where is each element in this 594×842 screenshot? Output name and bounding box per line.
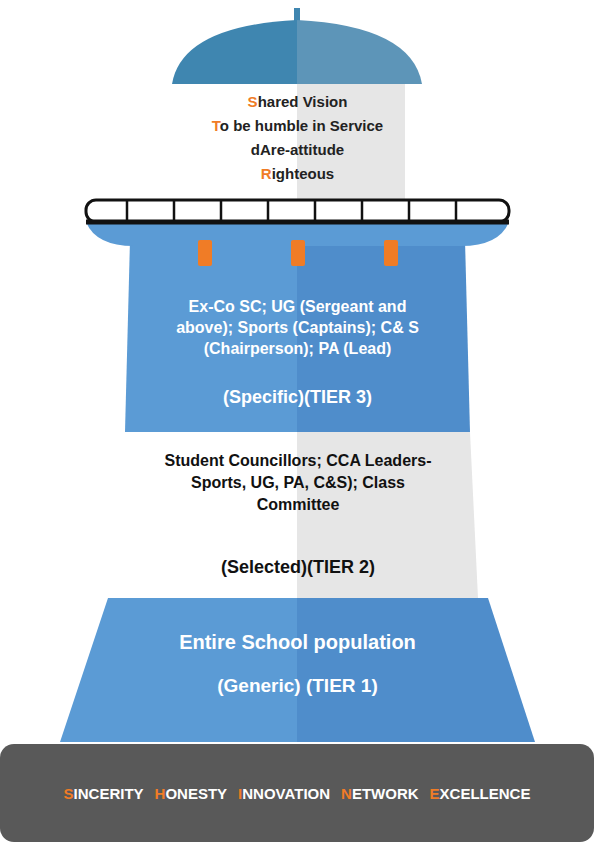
value-word: HONESTY — [155, 785, 228, 802]
band-right-fill — [297, 598, 535, 742]
rail-posts — [127, 201, 456, 221]
value-row: SINCERITY HONESTY INNOVATION NETWORK EXCELLE… — [0, 744, 594, 842]
rail-post — [408, 201, 411, 221]
tier-band: Entire School population (Generic) (TIER … — [60, 598, 535, 742]
base-fill — [0, 744, 594, 842]
orange-peg — [384, 240, 398, 266]
dome-right — [297, 20, 422, 84]
value-word: EXCELLENCE — [430, 785, 531, 802]
rail-post — [455, 201, 458, 221]
rail-post — [314, 201, 317, 221]
value-word: SINCERITY — [64, 785, 144, 802]
node-text: Righteous — [190, 164, 405, 183]
rail-post — [173, 201, 176, 221]
tier-band-shape — [60, 598, 535, 742]
rail-post — [361, 201, 364, 221]
node-text: (Generic) (TIER 1) — [98, 674, 498, 698]
value-word: NETWORK — [341, 785, 419, 802]
node-text: Student Councillors; CCA Leaders- Sports… — [148, 450, 448, 516]
gallery-underside — [86, 222, 509, 246]
node-text: (Selected)(TIER 2) — [148, 556, 448, 578]
node-text: dAre-attitude — [190, 140, 405, 159]
tier-band: Student Councillors; CCA Leaders- Sports… — [118, 432, 478, 598]
node-text: Ex-Co SC; UG (Sergeant and above); Sport… — [163, 296, 433, 359]
rail-post — [267, 201, 270, 221]
lantern-room: Shared Vision To be humble in Service dAre… — [190, 84, 405, 202]
orange-peg — [198, 240, 212, 266]
node-text: To be humble in Service — [190, 116, 405, 135]
rail-post — [126, 201, 129, 221]
band-left-fill — [60, 598, 297, 742]
value-word: INNOVATION — [238, 785, 330, 802]
node-text: Entire School population — [98, 630, 498, 654]
gallery-floor — [86, 220, 509, 225]
tier-band: Ex-Co SC; UG (Sergeant and above); Sport… — [125, 240, 470, 432]
node-text: Shared Vision — [190, 92, 405, 111]
dome-left — [172, 20, 297, 84]
orange-peg — [291, 240, 305, 266]
gallery-rail — [86, 200, 509, 222]
values-base: SINCERITY HONESTY INNOVATION NETWORK EXCELLE… — [0, 744, 594, 842]
node-text: (Specific)(TIER 3) — [163, 386, 433, 408]
rail-post — [220, 201, 223, 221]
